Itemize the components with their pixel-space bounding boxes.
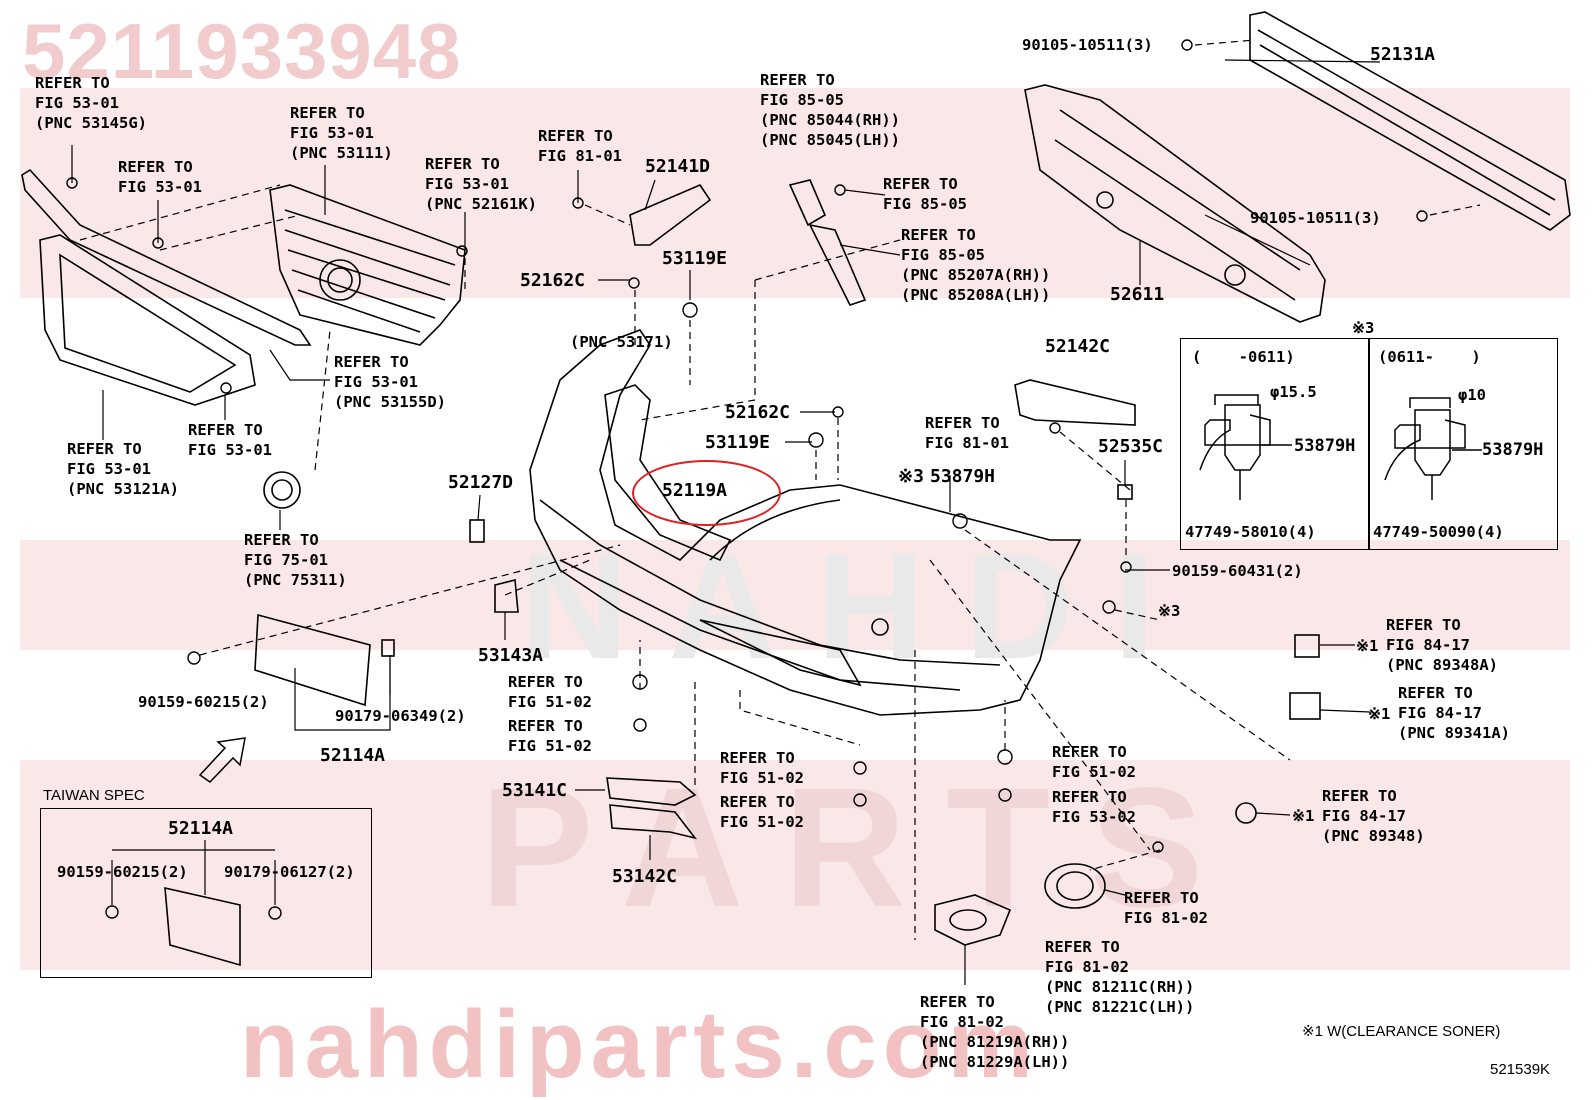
energy-absorber — [1024, 84, 1326, 323]
refer-fig51-c: REFER TO FIG 51-02 — [720, 749, 804, 787]
part-52141D: 52141D — [645, 156, 711, 177]
sensor-mark-b: ※1 — [1368, 705, 1391, 723]
footnote-clearance-sonar: ※1 W(CLEARANCE SONER) — [1302, 1023, 1501, 1040]
refer-sensor-89341a: REFER TO FIG 84-17 (PNC 89341A) — [1398, 684, 1510, 742]
refer-sensor-89348a: REFER TO FIG 84-17 (PNC 89348A) — [1386, 616, 1498, 674]
bumper-retainer — [604, 384, 732, 562]
sensor-mark-a: ※1 — [1356, 637, 1379, 655]
illustration-code: 521539K — [1490, 1061, 1551, 1078]
emblem-shape — [263, 471, 301, 509]
part-mark-3: ※3 — [898, 466, 924, 487]
refer-grille-fig53-low: REFER TO FIG 53-01 — [188, 421, 272, 459]
refer-fog-lamp: REFER TO FIG 81-02 (PNC 81211C(RH)) (PNC… — [1045, 938, 1195, 1016]
inset-divider — [1368, 338, 1370, 549]
refer-fig85-a: REFER TO FIG 85-05 — [883, 175, 967, 213]
inset-left-dim: φ15.5 — [1270, 383, 1317, 401]
clip-left-drawing — [1199, 414, 1271, 471]
bolt-90105-top: 90105-10511(3) — [1022, 36, 1153, 54]
refer-headlamp-cleaner: REFER TO FIG 85-05 (PNC 85044(RH)) (PNC … — [760, 71, 900, 149]
license-bracket — [254, 613, 371, 707]
part-53141C: 53141C — [502, 780, 568, 801]
watermark-part-number: 5211933948 — [22, 7, 462, 95]
bolt-90159-60431: 90159-60431(2) — [1172, 562, 1303, 580]
refer-grille-52161k: REFER TO FIG 53-01 (PNC 52161K) — [425, 155, 537, 213]
grille-molding — [21, 168, 312, 346]
part-52119A: 52119A — [662, 480, 728, 501]
inset-right-part: 53879H — [1482, 440, 1544, 460]
refer-fig81-mid: REFER TO FIG 81-01 — [925, 414, 1009, 452]
refer-grille-top-emblem: REFER TO FIG 53-01 (PNC 53145G) — [35, 74, 147, 132]
watermark-brand-parts: PARTS — [480, 753, 1244, 943]
refer-fig51-d: REFER TO FIG 51-02 — [720, 793, 804, 831]
part-52131A: 52131A — [1370, 44, 1436, 65]
refer-grille-53155d: REFER TO FIG 53-01 (PNC 53155D) — [334, 353, 446, 411]
grille-frame — [39, 234, 256, 406]
fog-lamp — [1044, 863, 1106, 909]
taiwan-spec-title: TAIWAN SPEC — [43, 787, 145, 804]
part-52162C-upper: 52162C — [520, 270, 586, 291]
fog-cover — [934, 894, 1012, 946]
refer-pnc-53171: (PNC 53171) — [570, 333, 673, 351]
refer-grille-53111: REFER TO FIG 53-01 (PNC 53111) — [290, 104, 393, 162]
taiwan-nut: 90179-06127(2) — [224, 863, 355, 881]
sensor-c — [1235, 802, 1257, 824]
inset-left-range: ( -0611) — [1192, 348, 1295, 366]
lower-molding-lower — [609, 804, 698, 840]
sensor-bracket-b — [1289, 692, 1321, 720]
lower-molding-upper — [606, 777, 697, 806]
inset-note-mark: ※3 — [1352, 319, 1375, 337]
part-52611: 52611 — [1110, 284, 1165, 305]
part-53119E-lower: 53119E — [705, 432, 771, 453]
inset-right-clip: 47749-50090(4) — [1373, 523, 1504, 541]
front-direction-arrow — [198, 737, 246, 783]
part-52535C: 52535C — [1098, 436, 1164, 457]
part-53143A: 53143A — [478, 645, 544, 666]
watermark-site: nahdiparts.com — [240, 991, 1039, 1098]
inset-right-dim: φ10 — [1458, 386, 1486, 404]
mark-3-side: ※3 — [1158, 602, 1181, 620]
refer-fig85-b: REFER TO FIG 85-05 (PNC 85207A(RH)) (PNC… — [901, 226, 1051, 304]
bolt-90105-right: 90105-10511(3) — [1250, 209, 1381, 227]
refer-grille-53121a: REFER TO FIG 53-01 (PNC 53121A) — [67, 440, 179, 498]
grille-emblem-shape — [319, 259, 361, 301]
bolt-90159-60215: 90159-60215(2) — [138, 693, 269, 711]
sensor-bracket-a — [1294, 634, 1320, 658]
refer-fig51-e: REFER TO FIG 51-02 — [1052, 743, 1136, 781]
taiwan-spec-box — [40, 808, 372, 978]
part-52142C: 52142C — [1045, 336, 1111, 357]
part-52162C-lower: 52162C — [725, 402, 791, 423]
part-53142C: 53142C — [612, 866, 678, 887]
bumper-cover — [529, 329, 1082, 716]
taiwan-part-52114A: 52114A — [168, 818, 234, 839]
watermark-brand-nahdi: NAHDI — [520, 522, 1195, 690]
refer-fog-cover: REFER TO FIG 81-02 (PNC 81219A(RH)) (PNC… — [920, 993, 1070, 1071]
highlight-circle — [632, 460, 781, 526]
taiwan-bolt: 90159-60215(2) — [57, 863, 188, 881]
inset-left-clip: 47749-58010(4) — [1185, 523, 1316, 541]
clip-right-drawing — [1384, 419, 1466, 481]
inset-right-range: (0611- ) — [1378, 348, 1481, 366]
part-53119E-upper: 53119E — [662, 248, 728, 269]
part-52114A: 52114A — [320, 745, 386, 766]
watermark-band-bottom — [20, 760, 1570, 970]
refer-fig81-top: REFER TO FIG 81-01 — [538, 127, 622, 165]
sensor-mark-c: ※1 — [1292, 807, 1315, 825]
refer-sensor-89348: REFER TO FIG 84-17 (PNC 89348) — [1322, 787, 1425, 845]
refer-grille-fig53: REFER TO FIG 53-01 — [118, 158, 202, 196]
refer-fig53-02: REFER TO FIG 53-02 — [1052, 788, 1136, 826]
radiator-grille — [269, 184, 466, 346]
part-52127D: 52127D — [448, 472, 514, 493]
refer-fig51-b: REFER TO FIG 51-02 — [508, 717, 592, 755]
refer-fig51-a: REFER TO FIG 51-02 — [508, 673, 592, 711]
refer-fog-fig81: REFER TO FIG 81-02 — [1124, 889, 1208, 927]
part-53879H: 53879H — [930, 466, 996, 487]
inset-left-part: 53879H — [1294, 436, 1356, 456]
refer-emblem-75311: REFER TO FIG 75-01 (PNC 75311) — [244, 531, 347, 589]
nut-90179-06349: 90179-06349(2) — [335, 707, 466, 725]
watermark-band-mid — [20, 540, 1570, 650]
